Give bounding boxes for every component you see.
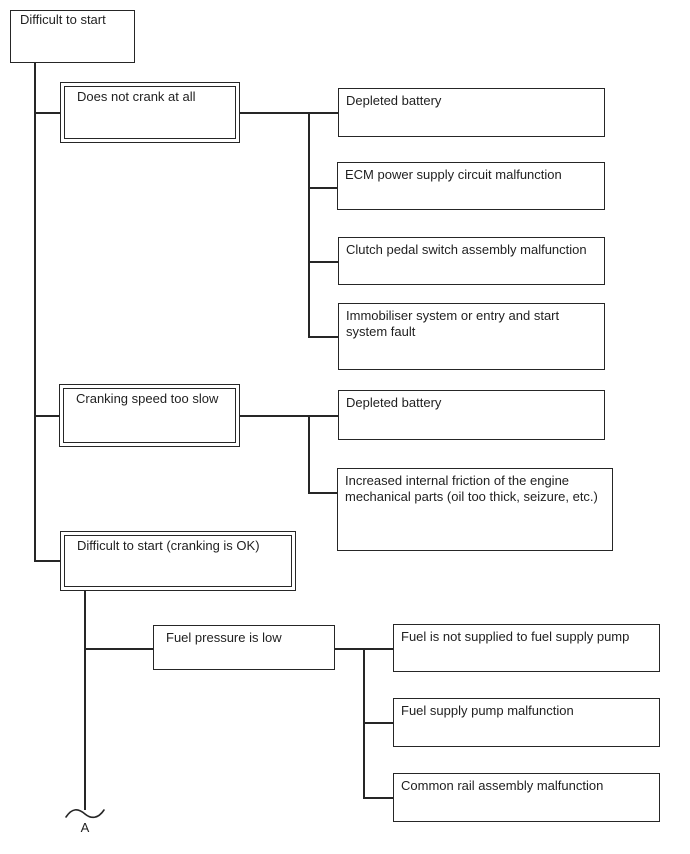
connector-line (308, 492, 338, 494)
branch-label-cranking-ok: Difficult to start (cranking is OK) (64, 535, 292, 587)
connector-line (308, 112, 310, 337)
connector-line (308, 415, 339, 417)
connector-line (308, 112, 339, 114)
connector-line (308, 336, 339, 338)
connector-line (34, 560, 61, 562)
cause-label: Fuel is not supplied to fuel supply pump (401, 629, 630, 644)
connector-line (334, 648, 364, 650)
break-wave-icon (65, 809, 105, 819)
connector-line (363, 797, 394, 799)
cause-label: Clutch pedal switch assembly malfunction (346, 242, 587, 257)
cause-box-common-rail: Common rail assembly malfunction (393, 773, 660, 822)
root-symptom-label: Difficult to start (20, 12, 106, 27)
cause-box-depleted-battery-2: Depleted battery (338, 390, 605, 440)
connector-line (239, 112, 308, 114)
root-symptom-box: Difficult to start (10, 10, 135, 63)
cause-label: Immobiliser system or entry and start sy… (346, 308, 560, 339)
connector-line (363, 648, 394, 650)
connector-line (84, 591, 86, 810)
connector-line (34, 415, 60, 417)
trunk-connector-line (34, 63, 36, 561)
cause-label: ECM power supply circuit malfunction (345, 167, 562, 182)
cause-box-ecm-power-supply: ECM power supply circuit malfunction (337, 162, 605, 210)
cause-label: Depleted battery (346, 395, 442, 410)
connector-line (84, 648, 154, 650)
cause-label: Increased internal friction of the engin… (345, 473, 598, 504)
cause-box-fuel-not-supplied: Fuel is not supplied to fuel supply pump (393, 624, 660, 672)
continuation-label: A (80, 820, 90, 835)
branch-box-cranking-slow: Cranking speed too slow (59, 384, 240, 447)
connector-line (239, 415, 308, 417)
cause-box-internal-friction: Increased internal friction of the engin… (337, 468, 613, 551)
connector-line (308, 261, 339, 263)
cause-label: Depleted battery (346, 93, 442, 108)
branch-box-does-not-crank: Does not crank at all (60, 82, 240, 143)
cause-label: Common rail assembly malfunction (401, 778, 604, 793)
connector-line (363, 722, 394, 724)
cause-box-depleted-battery-1: Depleted battery (338, 88, 605, 137)
sub-symptom-box-fuel-pressure-low: Fuel pressure is low (153, 625, 335, 670)
connector-line (34, 112, 61, 114)
branch-box-cranking-ok: Difficult to start (cranking is OK) (60, 531, 296, 591)
branch-label-cranking-slow: Cranking speed too slow (63, 388, 236, 443)
connector-line (308, 415, 310, 493)
sub-symptom-label: Fuel pressure is low (166, 630, 282, 645)
connector-line (308, 187, 339, 189)
cause-label: Fuel supply pump malfunction (401, 703, 574, 718)
cause-box-fuel-supply-pump: Fuel supply pump malfunction (393, 698, 660, 747)
branch-label-does-not-crank: Does not crank at all (64, 86, 236, 139)
cause-box-clutch-pedal-switch: Clutch pedal switch assembly malfunction (338, 237, 605, 285)
cause-box-immobiliser: Immobiliser system or entry and start sy… (338, 303, 605, 370)
